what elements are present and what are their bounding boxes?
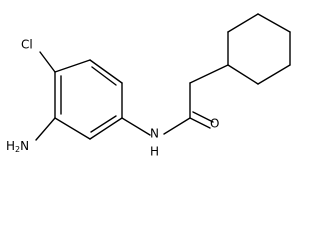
bond-ring-chlorine [39,51,56,73]
ring-bond-top-right [89,59,123,84]
ring-double-bond-2 [90,115,117,133]
benzene-ring [54,59,123,140]
bond-ring-amine [35,117,56,141]
carbonyl-oxygen-label: O [210,117,219,131]
ring-bond-bottom-right [89,117,123,140]
amine-h: H [6,139,15,153]
bond-carbonyl-oxygen-2 [192,111,214,123]
ring-bond-top-left [54,59,91,73]
ring-bond-bottom-left [54,117,91,140]
cyclohexane-ring [227,13,291,85]
cyclohexane-bond-5 [257,64,291,85]
bond-ch2-cyclohexyl [189,64,229,84]
cyclohexane-bond-6 [227,64,259,85]
amine-n: N [20,139,29,153]
cyclohexane-bond-3 [257,13,291,33]
amine-subscript: 2 [15,145,20,154]
amide-h-label: H [150,145,159,159]
amine-label: H2N [6,139,29,154]
bond-amide-n-carbonyl [163,117,191,135]
cyclohexane-bond-2 [227,13,259,33]
chlorine-label: Cl [21,38,33,52]
bond-ring-amide-n [121,117,151,136]
bond-carbonyl-oxygen-1 [189,117,211,129]
amide-n-label: N [150,127,159,141]
molecule-structure: Cl H2N N H O [6,13,291,159]
ring-double-bond-1 [91,66,117,86]
